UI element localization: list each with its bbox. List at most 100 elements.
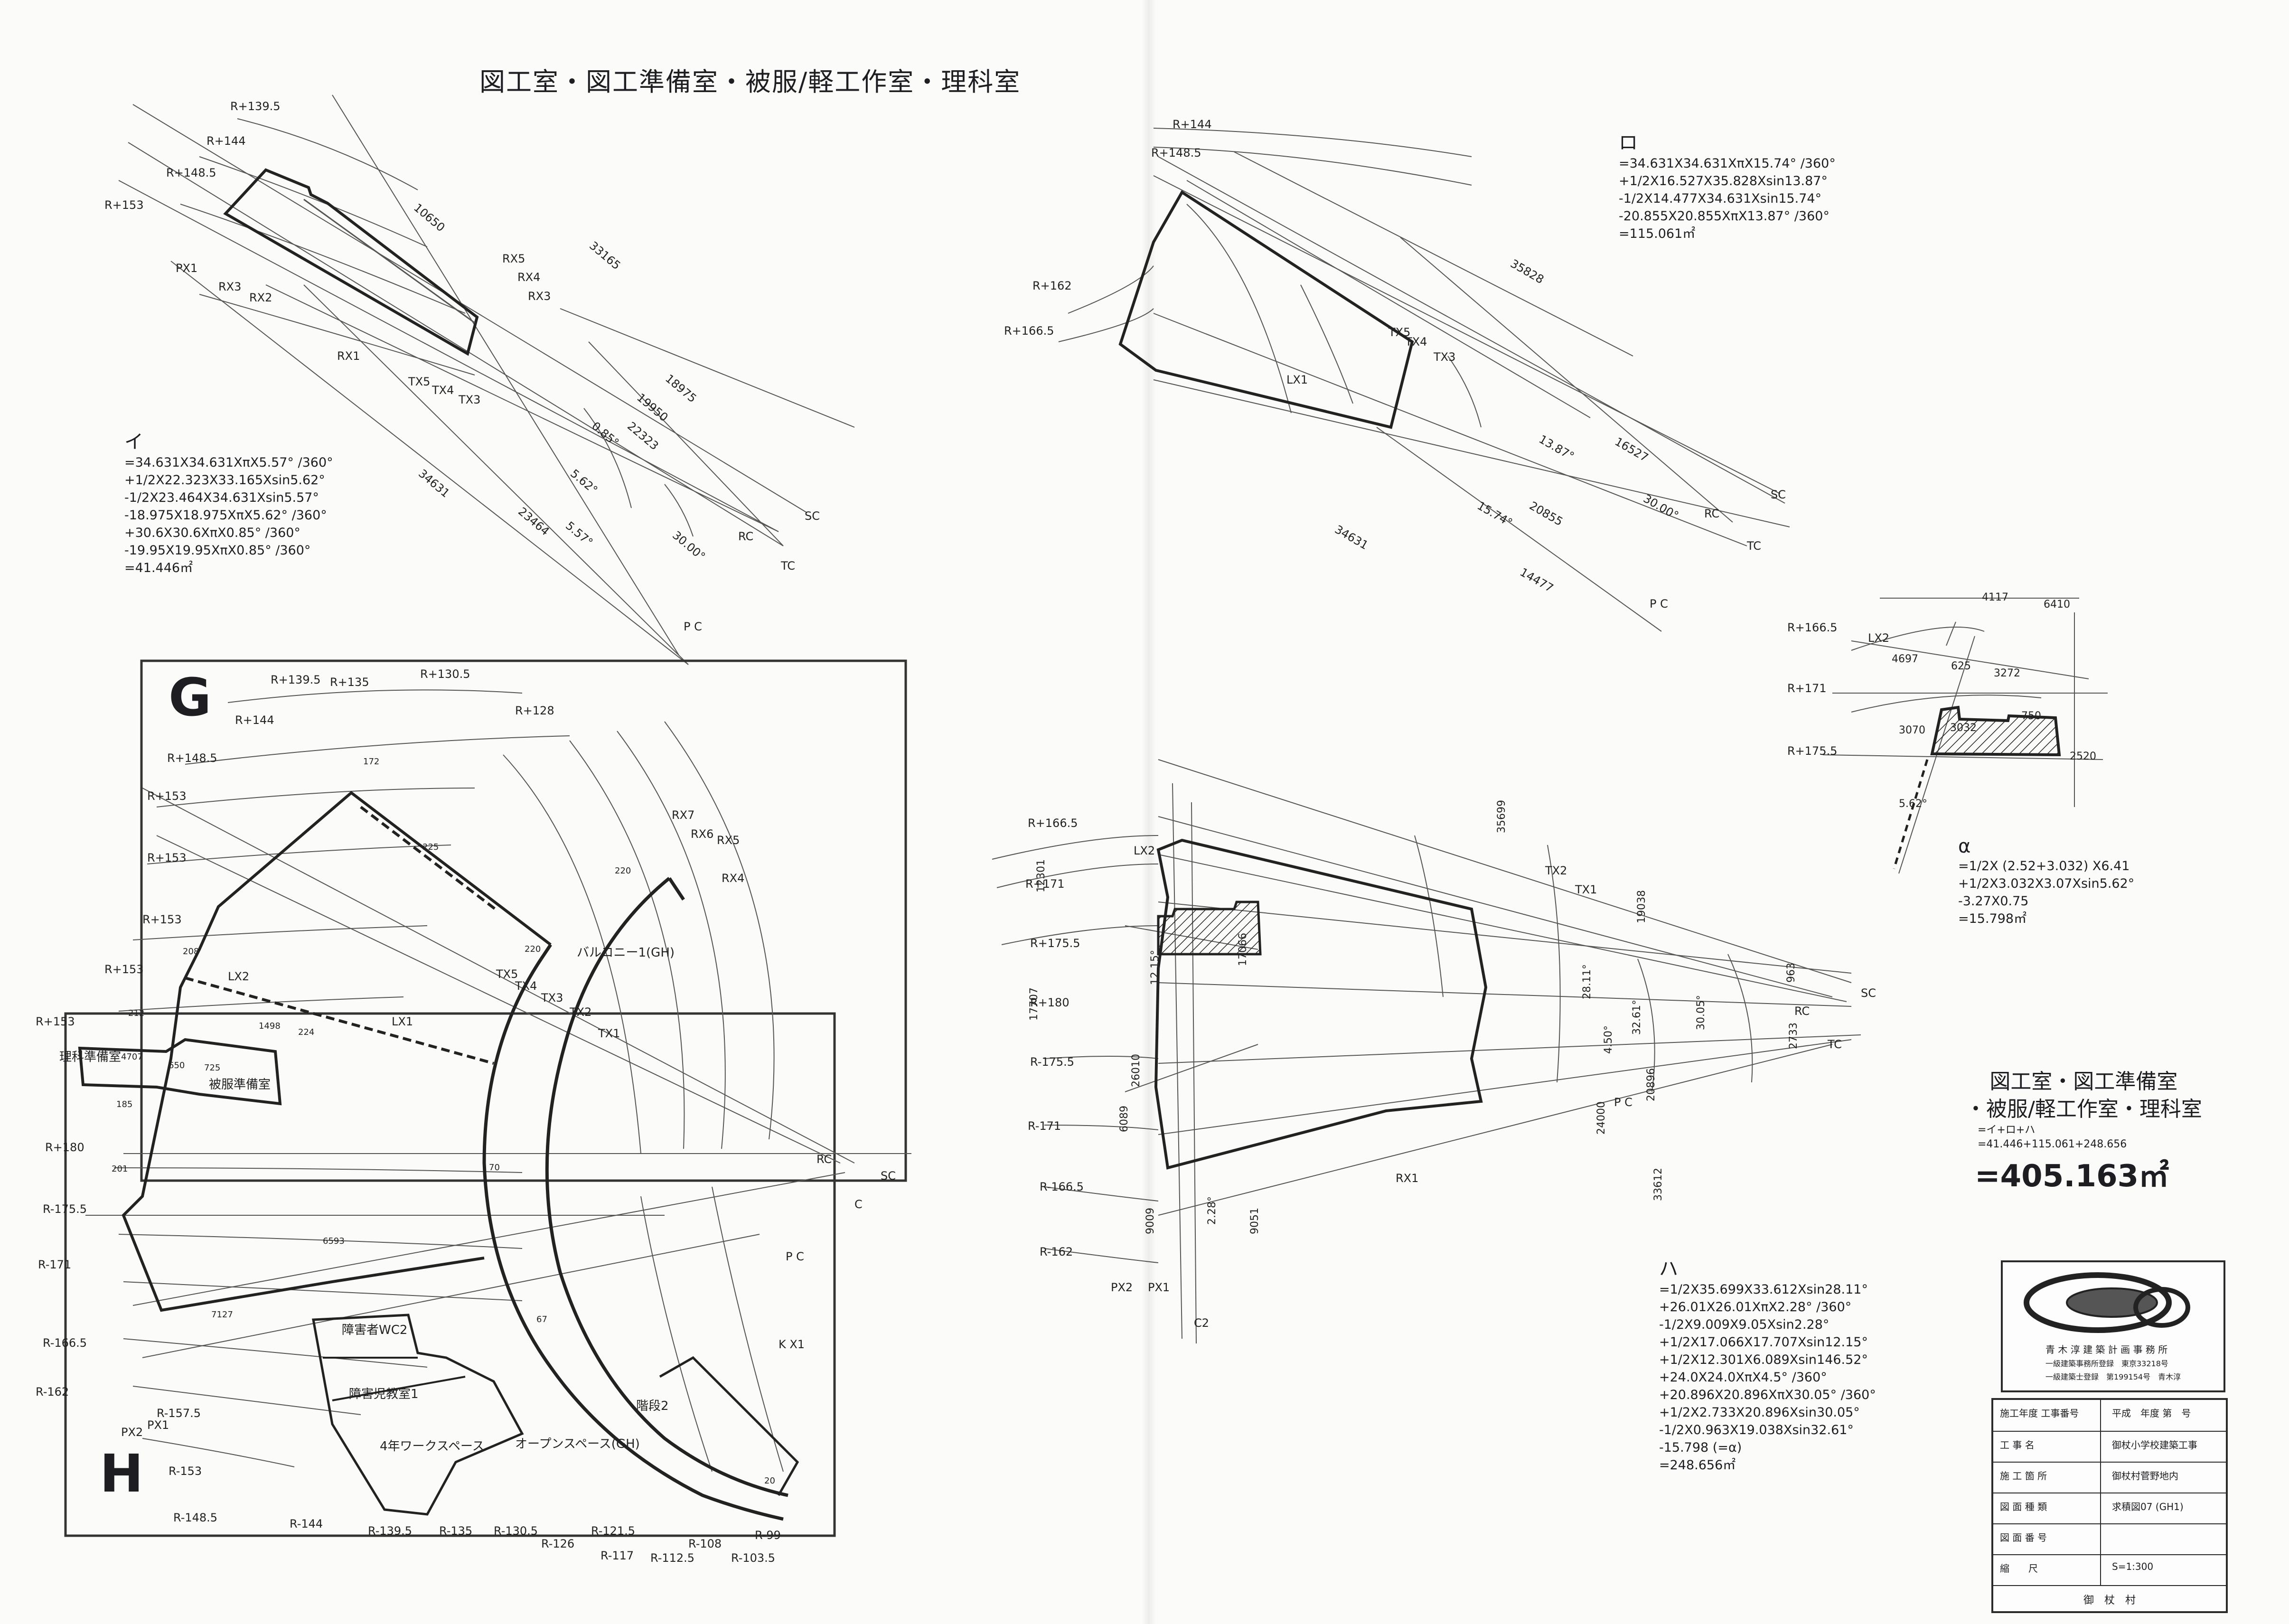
dimension-label: 5.57° [563, 519, 595, 549]
point-label: C [854, 1198, 863, 1211]
radius-label: R+148.5 [1151, 146, 1201, 160]
point-label: TX2 [569, 1005, 591, 1019]
region-g-frame [140, 659, 907, 1182]
calc-alpha-line: +1/2X3.032X3.07Xsin5.62° [1958, 876, 2135, 891]
room-label: オープンスペース(GH) [515, 1437, 640, 1451]
plan-room-outline [122, 791, 552, 1312]
calc-ha-lines: =1/2X35.699X33.612Xsin28.11°+26.01X26.01… [1659, 1281, 1876, 1456]
calc-i-line: -19.95X19.95XπX0.85° /360° [124, 543, 311, 558]
dimension-label: 9051 [1249, 1208, 1261, 1234]
dimension-label: 17707 [1028, 987, 1040, 1021]
total-title-2: ・被服/軽工作室・理科室 [1965, 1097, 2202, 1121]
radius-label: R+130.5 [420, 667, 470, 681]
radius-label: R+175.5 [1787, 744, 1838, 758]
point-label: RC [738, 530, 753, 543]
radius-label: R+153 [104, 198, 144, 212]
point-label: TX5 [496, 967, 518, 981]
calc-ha-line: -1/2X0.963X19.038Xsin32.61° [1659, 1423, 1854, 1437]
radius-label: R+171 [1025, 877, 1065, 891]
radius-label: R-157.5 [157, 1407, 201, 1420]
tb-owner-row: 御 杖 村 [1993, 1585, 2226, 1612]
dimension-label: 20896 [1645, 1068, 1657, 1101]
dimension-label: 220 [615, 866, 631, 876]
dimension-label: 3070 [1899, 724, 1925, 736]
radius-label: R+166.5 [1028, 817, 1078, 830]
dimension-label: 4707 [121, 1052, 143, 1062]
dimension-label: 16527 [1613, 435, 1651, 464]
dimension-label: 34631 [1332, 523, 1370, 552]
dimension-label: 650 [169, 1061, 185, 1070]
radius-label: R+144 [206, 134, 246, 148]
dimension-label: 26010 [1130, 1054, 1142, 1087]
point-label: RX7 [672, 808, 694, 822]
dimension-label: 6089 [1118, 1106, 1130, 1132]
dimension-label: 1498 [259, 1021, 281, 1031]
dimension-label: 12301 [1035, 859, 1047, 892]
calc-i-symbol: イ [124, 431, 143, 453]
dimension-label: 220 [525, 944, 541, 954]
dimension-label: 750 [2021, 710, 2041, 722]
radius-label: R+153 [36, 1015, 75, 1028]
point-label: TX3 [1433, 350, 1455, 364]
point-label: SC [1861, 986, 1876, 1000]
dimension-label: 18975 [663, 372, 699, 405]
dimension-label: 14477 [1518, 565, 1556, 595]
radius-label: R+175.5 [1030, 937, 1080, 950]
dimension-label: 17066 [1237, 933, 1249, 966]
radius-label: R-117 [600, 1549, 634, 1562]
region-g-label: G [169, 667, 212, 728]
point-label: RX4 [722, 872, 744, 885]
dimension-label: 30.05° [1695, 995, 1707, 1030]
point-label: P C [684, 620, 702, 633]
calc-alpha-block: α =1/2X (2.52+3.032) X6.41+1/2X3.032X3.0… [1958, 835, 2134, 928]
point-label: TX3 [541, 991, 563, 1004]
firm-logo [2024, 1272, 2190, 1333]
dimension-label: 3032 [1950, 722, 1977, 734]
tb-owner: 御 杖 村 [2083, 1595, 2136, 1606]
plan-arc-end-2 [668, 877, 685, 901]
radius-label: R-175.5 [1030, 1055, 1074, 1069]
calc-ro-lines: =34.631X34.631XπX15.74° /360°+1/2X16.527… [1619, 155, 1836, 225]
total-title-1: 図工室・図工準備室 [1989, 1070, 2178, 1094]
point-label: TC [780, 559, 795, 573]
calc-ha-line: +26.01X26.01XπX2.28° /360° [1659, 1300, 1852, 1314]
point-label: PX2 [121, 1426, 143, 1439]
calc-i-line: +1/2X22.323X33.165Xsin5.62° [124, 473, 325, 488]
dimension-label: 67 [536, 1314, 547, 1324]
tb-row-key: 工 事 名 [2000, 1439, 2035, 1451]
radius-label: R+166.5 [1787, 621, 1838, 634]
radius-label: R-171 [38, 1258, 71, 1271]
radius-label: R+153 [147, 851, 187, 864]
point-label: P C [1650, 597, 1668, 610]
point-label: TX1 [1575, 883, 1597, 896]
calc-i-line: -1/2X23.464X34.631Xsin5.57° [124, 490, 319, 505]
dimension-label: 2733 [1788, 1023, 1800, 1049]
radius-label: R+162 [1032, 279, 1072, 292]
dimension-label: 725 [204, 1063, 220, 1073]
firm-name: 青 木 淳 建 築 計 画 事 務 所 [2045, 1344, 2168, 1355]
dimension-label: 19038 [1636, 890, 1648, 923]
tb-row-value: 求積図07 (GH1) [2112, 1501, 2184, 1512]
firm-reg-2: 一級建築士登録 第199154号 青木淳 [2045, 1372, 2181, 1381]
dimension-label: 208 [183, 947, 199, 957]
radius-label: R+180 [45, 1141, 84, 1154]
radius-label: R+171 [1787, 682, 1827, 695]
point-label: TX4 [432, 384, 454, 397]
tb-row: 図 面 種 類求積図07 (GH1) [1993, 1493, 2226, 1524]
calc-ha-block: ハ =1/2X35.699X33.612Xsin28.11°+26.01X26.… [1659, 1253, 1876, 1474]
point-label: P C [1614, 1096, 1632, 1109]
point-label: RC [816, 1153, 832, 1166]
dimension-label: 33612 [1652, 1168, 1664, 1201]
calc-alpha-lines: =1/2X (2.52+3.032) X6.41+1/2X3.032X3.07X… [1958, 857, 2134, 910]
dimension-label: 7127 [211, 1310, 233, 1320]
dimension-label: 30.00° [670, 528, 708, 563]
tb-row: 工 事 名御杖小学校建築工事 [1993, 1431, 2226, 1463]
tb-row-key: 図 面 番 号 [2000, 1532, 2047, 1543]
dimension-label: 32.61° [1631, 1000, 1643, 1035]
diagram-i-construction-lines [118, 94, 855, 665]
dimension-label: 172 [363, 757, 379, 767]
radius-label: R-139.5 [368, 1524, 412, 1538]
dimension-label: 201 [112, 1164, 128, 1174]
